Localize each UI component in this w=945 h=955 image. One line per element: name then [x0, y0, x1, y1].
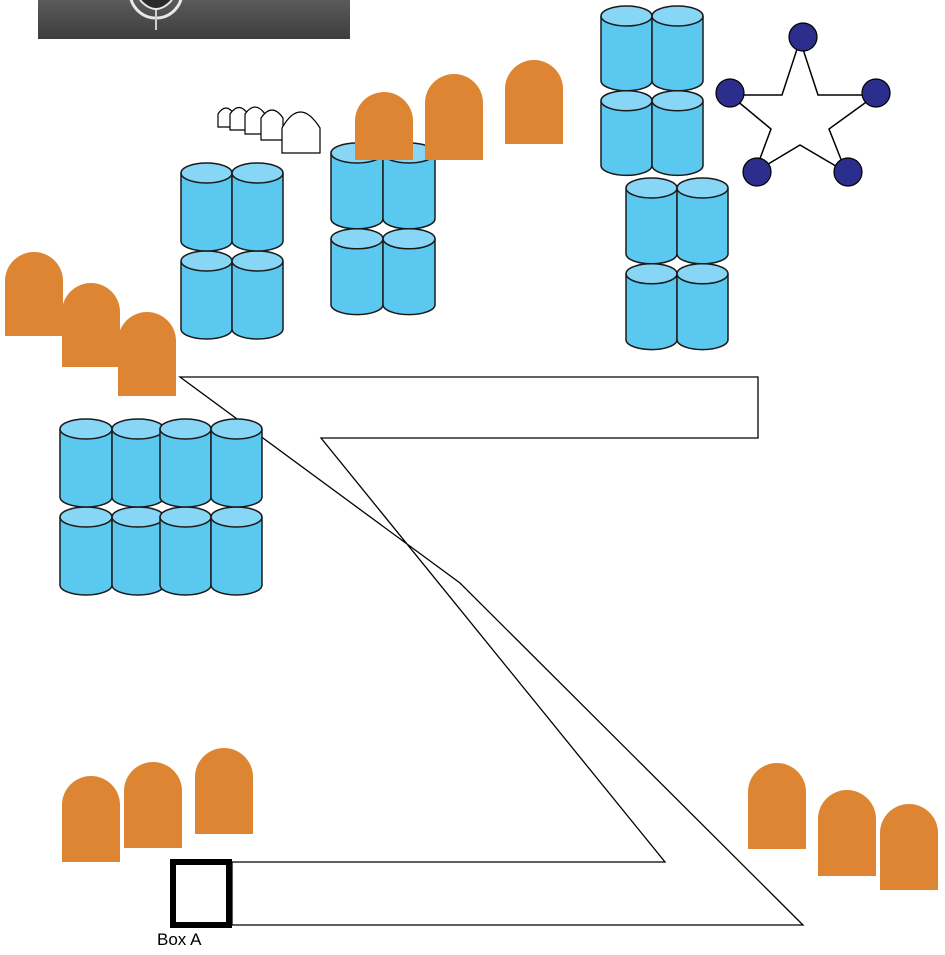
barrel-icon	[651, 5, 704, 92]
barrel-icon	[159, 506, 212, 596]
camera-view-panel	[38, 0, 350, 39]
outline-tombstone-icon	[281, 111, 321, 154]
barrel-icon	[180, 250, 233, 340]
barrel-icon	[651, 89, 704, 177]
barrel-icon	[600, 5, 653, 92]
tombstone-icon	[124, 762, 182, 848]
outline-tombstones	[217, 106, 321, 154]
box-a-label: Box A	[157, 930, 202, 949]
camera-view-icon	[129, 0, 183, 30]
barrel-icon	[59, 506, 113, 596]
tombstone-icon	[355, 92, 413, 160]
tombstone-icon	[5, 252, 63, 336]
cylinder-groups	[59, 5, 729, 596]
barrel-icon	[600, 89, 653, 177]
barrel-icon	[210, 506, 263, 596]
tombstone-groups	[5, 60, 938, 890]
barrel-icon	[210, 418, 263, 508]
tombstone-icon	[505, 60, 563, 144]
barrel-icon	[231, 250, 284, 340]
z-path	[178, 376, 805, 926]
barrel-icon	[111, 418, 165, 508]
barrel-icon	[382, 228, 436, 316]
tombstone-icon	[748, 763, 806, 849]
tombstone-icon	[118, 312, 176, 396]
tombstone-icon	[62, 283, 120, 367]
outline-tombstone-icon	[260, 109, 284, 141]
barrel-icon	[231, 162, 284, 252]
box-a-icon	[170, 859, 232, 928]
tombstone-icon	[62, 776, 120, 862]
barrel-icon	[111, 506, 165, 596]
barrel-icon	[625, 263, 678, 351]
tombstone-icon	[880, 804, 938, 890]
barrel-icon	[59, 418, 113, 508]
barrel-icon	[159, 418, 212, 508]
barrel-icon	[180, 162, 233, 252]
star-node-icon	[715, 22, 891, 187]
barrel-icon	[676, 263, 729, 351]
tombstone-icon	[195, 748, 253, 834]
tombstone-icon	[425, 74, 483, 160]
barrel-icon	[676, 177, 729, 265]
tombstone-icon	[818, 790, 876, 876]
barrel-icon	[330, 228, 384, 316]
barrel-icon	[625, 177, 678, 265]
